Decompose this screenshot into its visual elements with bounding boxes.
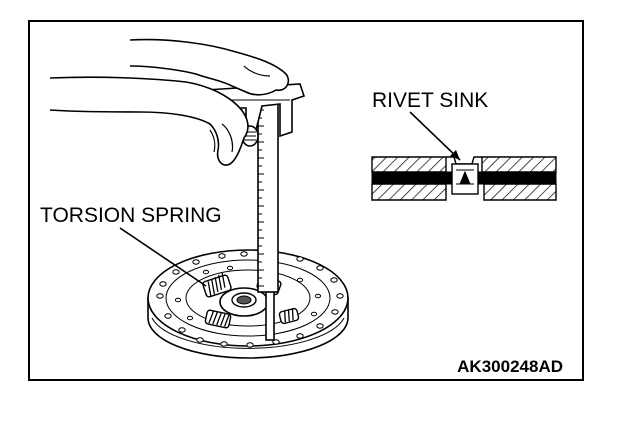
rivet-sink-arrowhead: [450, 150, 460, 160]
torsion-spring-leader: [119, 227, 207, 287]
torsion-spring-1: [202, 272, 232, 298]
rivet-sink-leader: [409, 111, 461, 161]
hand-lower: [49, 76, 249, 166]
torsion-spring-3: [204, 309, 232, 329]
rivet-sink-section: [371, 156, 557, 201]
depth-marker: [459, 170, 471, 185]
figure-code: AK300248AD: [457, 357, 563, 376]
hand-upper: [129, 38, 290, 96]
rivet-holes: [156, 251, 344, 348]
torsion-spring-4: [278, 307, 300, 325]
lower-lining: [371, 183, 557, 201]
vernier-caliper: [204, 83, 306, 341]
figure-frame: [28, 20, 584, 381]
caliper-head: [204, 83, 306, 138]
rivet-sink-label: RIVET SINK: [372, 89, 488, 112]
torsion-spring-label: TORSION SPRING: [40, 204, 222, 227]
